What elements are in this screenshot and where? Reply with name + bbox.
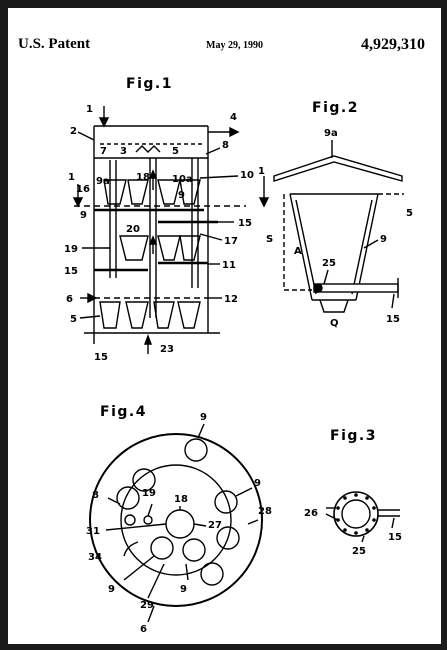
fig1-ref: 1: [86, 104, 93, 115]
figure-2-label: Fig.2: [312, 100, 359, 116]
fig2-ref: 9: [380, 234, 387, 245]
fig1-ref: 3: [120, 146, 127, 157]
fig4-ref: 31: [86, 526, 100, 537]
fig1-ref: 7: [100, 146, 107, 157]
figure-1: Fig.1: [64, 76, 270, 363]
fig4-ref: 27: [208, 520, 222, 531]
fig1-ref: 15: [64, 266, 78, 277]
figure-3: Fig.3 26 25 15: [304, 428, 402, 557]
fig1-ref: 10a: [172, 174, 193, 185]
fig2-ref: S: [266, 234, 273, 245]
fig4-ref: 28: [258, 506, 272, 517]
patent-figures: Fig.1: [64, 76, 413, 635]
fig4-ref: 18: [174, 494, 188, 505]
fig4-ref: 8: [92, 490, 99, 501]
fig1-ref: 11: [222, 260, 236, 271]
fig3-ref: 15: [388, 532, 402, 543]
fig2-ref: 9a: [324, 128, 338, 139]
fig1-ref: 15: [238, 218, 252, 229]
patent-date: May 29, 1990: [206, 40, 263, 51]
fig4-ref: 6: [140, 624, 147, 635]
patent-label: U.S. Patent: [18, 36, 91, 52]
fig2-ref: 5: [406, 208, 413, 219]
fig4-ref: 19: [142, 488, 156, 499]
fig1-ref: 12: [224, 294, 238, 305]
fig3-ref: 26: [304, 508, 318, 519]
figure-4: Fig.4: [86, 404, 272, 635]
fig1-ref: 2: [70, 126, 77, 137]
fig1-ref: 5: [172, 146, 179, 157]
fig1-ref: 23: [160, 344, 174, 355]
fig2-ref: A: [294, 246, 302, 257]
patent-number: 4,929,310: [361, 36, 425, 53]
fig1-ref: 5: [70, 314, 77, 325]
fig1-ref: 15: [94, 352, 108, 363]
fig1-ref: 4: [230, 112, 237, 123]
fig1-ref: 1: [68, 172, 75, 183]
fig1-ref: 6: [66, 294, 73, 305]
figure-4-label: Fig.4: [100, 404, 147, 420]
fig3-ref: 25: [352, 546, 366, 557]
fig1-ref: 8: [222, 140, 229, 151]
figure-1-label: Fig.1: [126, 76, 173, 92]
fig1-ref: 9a: [96, 176, 110, 187]
figure-3-label: Fig.3: [330, 428, 377, 444]
fig1-ref: 10: [240, 170, 254, 181]
fig4-ref: 34: [88, 552, 102, 563]
fig2-ref: Q: [330, 318, 339, 329]
fig1-ref: 1: [258, 166, 265, 177]
fig4-ref: 9: [200, 412, 207, 423]
fig1-ref: 19: [64, 244, 78, 255]
fig2-ref: 25: [322, 258, 336, 269]
fig1-ref: 9: [80, 210, 87, 221]
fig1-ref: 16: [76, 184, 90, 195]
fig1-ref: 20: [126, 224, 140, 235]
fig4-ref: 29: [140, 600, 154, 611]
fig4-ref: 9: [180, 584, 187, 595]
fig1-ref: 17: [224, 236, 238, 247]
fig2-ref: 15: [386, 314, 400, 325]
fig1-ref: 18: [136, 172, 150, 183]
fig4-ref: 9: [254, 478, 261, 489]
figure-2: Fig.2 9a 5 S: [266, 100, 413, 329]
patent-drawing-sheet: U.S. Patent May 29, 1990 4,929,310 Fig.1: [8, 8, 441, 644]
fig1-ref: 9: [178, 190, 185, 201]
fig4-ref: 9: [108, 584, 115, 595]
